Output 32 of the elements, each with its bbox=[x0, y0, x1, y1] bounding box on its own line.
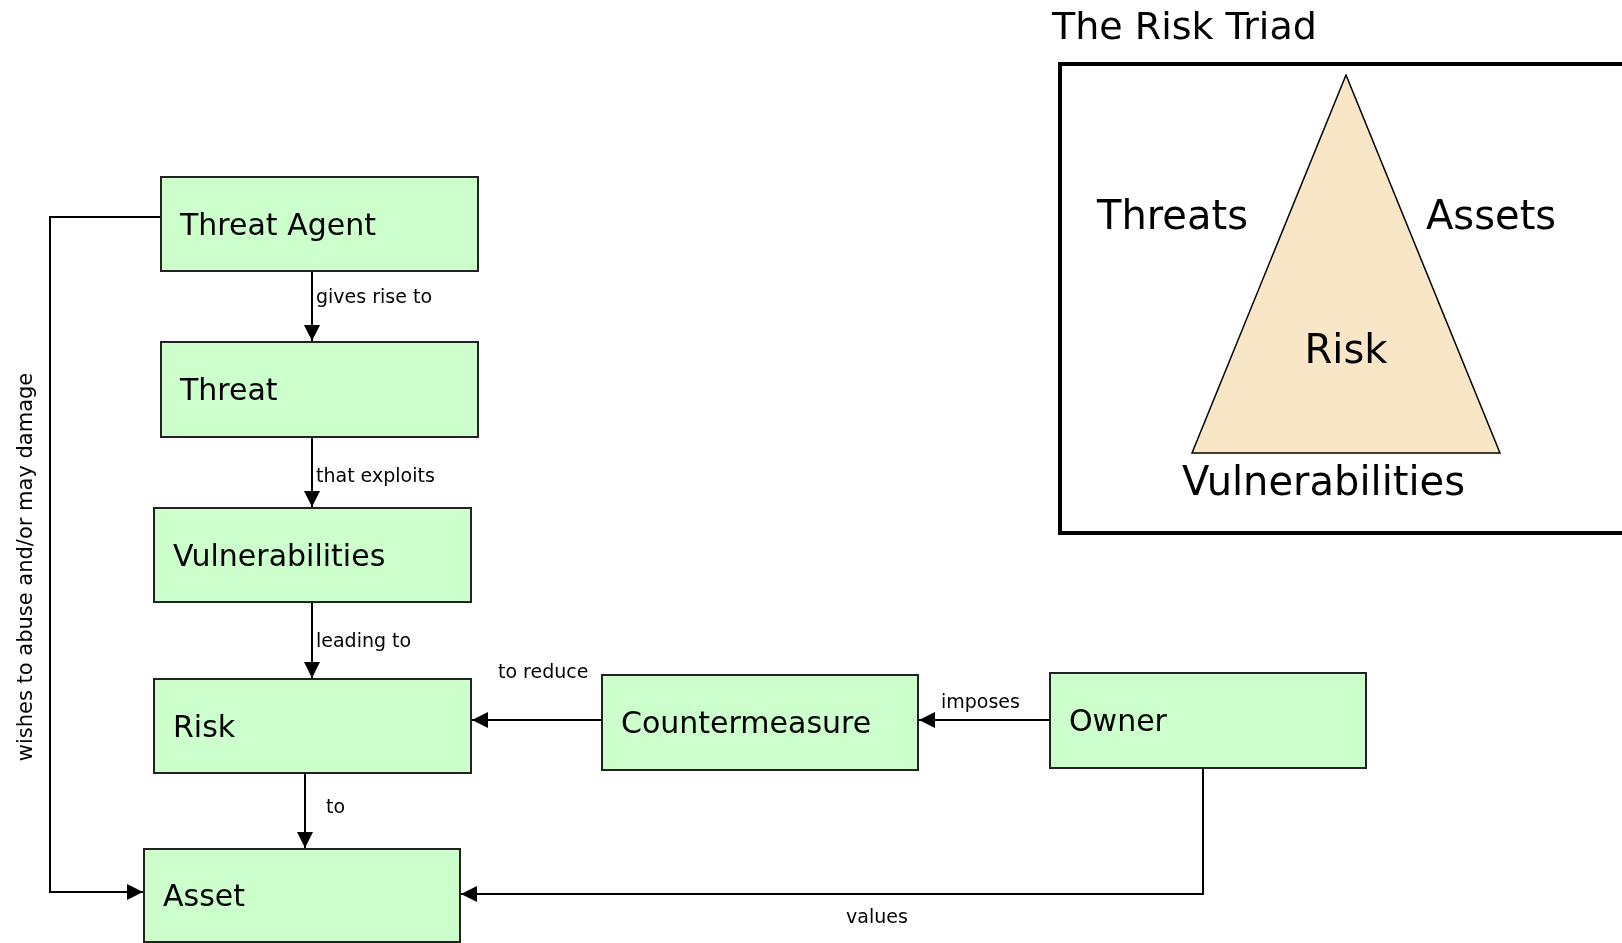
side-label: Threats bbox=[1097, 192, 1248, 238]
process-box bbox=[153, 678, 472, 774]
process-box bbox=[601, 674, 919, 771]
box-label: Threat Agent bbox=[179, 206, 376, 242]
process-box bbox=[153, 507, 472, 603]
box-label: Asset bbox=[162, 878, 245, 913]
box-label: Threat bbox=[179, 372, 278, 407]
process-box bbox=[160, 341, 479, 438]
box-label: Vulnerabilities bbox=[172, 537, 386, 573]
box-label: Risk bbox=[172, 708, 236, 744]
side-label: Vulnerabilities bbox=[1182, 458, 1465, 504]
arrow bbox=[304, 271, 320, 342]
arrow bbox=[49, 216, 161, 900]
arrow bbox=[304, 437, 320, 508]
arrow bbox=[297, 773, 313, 849]
edge-label: wishes to abuse and/or may damage bbox=[14, 372, 38, 762]
box-label: Countermeasure bbox=[620, 705, 872, 740]
edge-label: gives rise to bbox=[316, 286, 432, 307]
edge-label: that exploits bbox=[316, 465, 435, 486]
process-box bbox=[143, 848, 461, 943]
panel-title: The Risk Triad bbox=[1052, 4, 1317, 48]
edge-label: leading to bbox=[316, 630, 412, 651]
box-label: Owner bbox=[1068, 703, 1167, 738]
triangle-label: Risk bbox=[1304, 326, 1388, 372]
arrow bbox=[918, 712, 1050, 728]
arrow bbox=[460, 768, 1204, 902]
arrow bbox=[471, 712, 602, 728]
side-label: Assets bbox=[1426, 192, 1557, 238]
process-box bbox=[160, 176, 479, 272]
process-box bbox=[1049, 672, 1367, 769]
edge-label: imposes bbox=[941, 691, 1020, 712]
arrow bbox=[304, 602, 320, 679]
